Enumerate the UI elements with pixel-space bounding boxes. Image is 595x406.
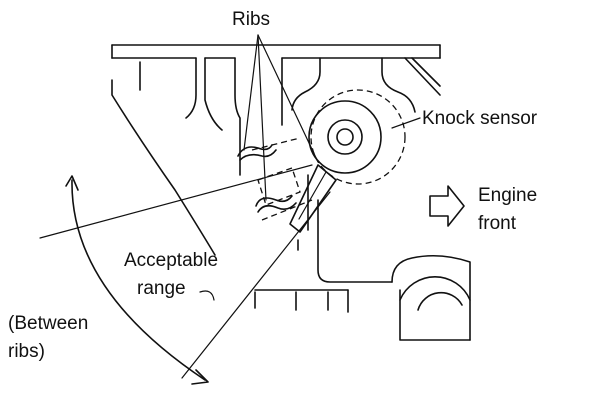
sensor-dashed-guides	[251, 89, 406, 221]
acceptable-range-arc	[39, 164, 331, 385]
knock-sensor-leader	[391, 117, 421, 129]
ribs-leader-lines	[243, 34, 319, 201]
between-ribs-label-line1: (Between	[8, 313, 88, 334]
engine-front-arrow-icon	[429, 185, 465, 227]
acceptable-range-label-line1: Acceptable	[124, 250, 218, 271]
engine-block-casting	[111, 44, 471, 341]
knock-sensor-label: Knock sensor	[422, 108, 538, 129]
acceptable-range-leader	[199, 290, 215, 301]
rib-ends	[237, 144, 297, 213]
between-ribs-label-line2: ribs)	[8, 341, 45, 362]
knock-sensor	[289, 100, 382, 233]
ribs-label: Ribs	[232, 9, 270, 30]
engine-front-label-line1: Engine	[478, 185, 537, 206]
engine-front-label-line2: front	[478, 213, 517, 234]
acceptable-range-label-line2: range	[137, 278, 186, 299]
